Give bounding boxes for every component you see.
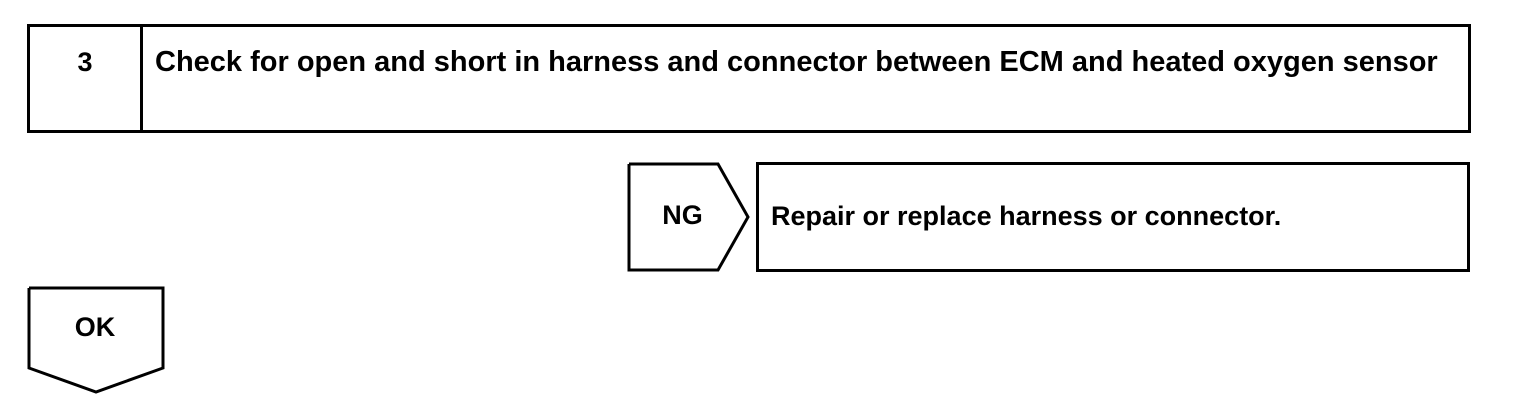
- ng-label: NG: [662, 200, 703, 230]
- ok-arrow-shape: [27, 286, 165, 394]
- ng-action-box: Repair or replace harness or connector.: [756, 162, 1470, 272]
- ng-action-text: Repair or replace harness or connector.: [771, 201, 1282, 231]
- ok-label: OK: [74, 312, 116, 342]
- step-box: 3 Check for open and short in harness an…: [27, 24, 1471, 133]
- step-number: 3: [30, 27, 143, 130]
- step-title: Check for open and short in harness and …: [155, 46, 1438, 78]
- ng-arrow-shape: [627, 162, 750, 272]
